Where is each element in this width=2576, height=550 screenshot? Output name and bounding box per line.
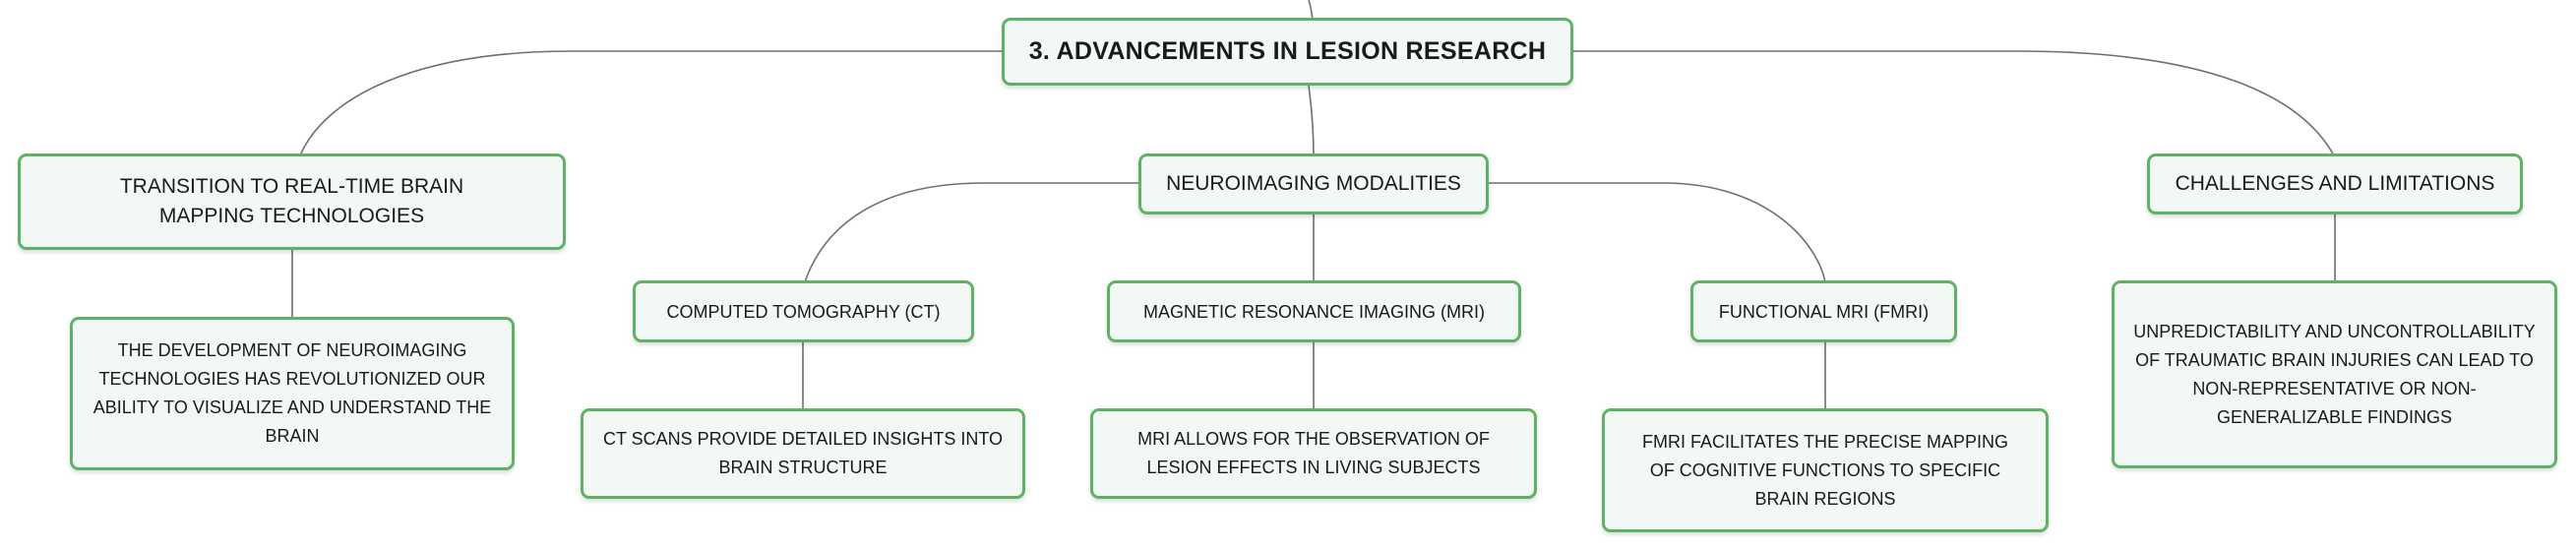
subtopic-label-fmri: FUNCTIONAL MRI (FMRI)	[1718, 301, 1930, 322]
connector-neuroimaging-to-fmri	[1487, 182, 1826, 283]
subtopic-node-ct[interactable]: COMPUTED TOMOGRAPHY (CT)	[633, 280, 974, 342]
connector-neuroimaging-to-ct	[804, 182, 1139, 283]
topic-node-transition[interactable]: TRANSITION TO REAL-TIME BRAIN MAPPING TE…	[18, 153, 566, 250]
topic-label-challenges: CHALLENGES AND LIMITATIONS	[2175, 172, 2495, 195]
topic-node-challenges[interactable]: CHALLENGES AND LIMITATIONS	[2147, 153, 2523, 214]
subtopic-node-fmri[interactable]: FUNCTIONAL MRI (FMRI)	[1690, 280, 1957, 342]
root-topic-label: 3. ADVANCEMENTS IN LESION RESEARCH	[1028, 37, 1547, 65]
subtopic-label-mri: MAGNETIC RESONANCE IMAGING (MRI)	[1142, 301, 1485, 322]
subtopic-label-challenges-detail: UNPREDICTABILITY AND UNCONTROLLABILITY O…	[2133, 321, 2536, 427]
topic-label-transition: TRANSITION TO REAL-TIME BRAIN MAPPING TE…	[119, 175, 464, 227]
subtopic-label-ct: COMPUTED TOMOGRAPHY (CT)	[666, 301, 941, 322]
connector-root-to-neuroimaging	[1308, 85, 1315, 156]
topic-label-neuroimaging: NEUROIMAGING MODALITIES	[1166, 172, 1461, 195]
root-topic-node[interactable]: 3. ADVANCEMENTS IN LESION RESEARCH	[1002, 18, 1573, 86]
subtopic-label-transition-detail: THE DEVELOPMENT OF NEUROIMAGING TECHNOLO…	[92, 340, 492, 446]
subtopic-node-mri[interactable]: MAGNETIC RESONANCE IMAGING (MRI)	[1107, 280, 1521, 342]
detail-label-fmri: FMRI FACILITATES THE PRECISE MAPPING OF …	[1641, 431, 2009, 509]
detail-label-ct: CT SCANS PROVIDE DETAILED INSIGHTS INTO …	[602, 429, 1004, 477]
topic-node-neuroimaging[interactable]: NEUROIMAGING MODALITIES	[1138, 153, 1489, 214]
subtopic-node-challenges-detail[interactable]: UNPREDICTABILITY AND UNCONTROLLABILITY O…	[2112, 280, 2557, 468]
detail-node-ct[interactable]: CT SCANS PROVIDE DETAILED INSIGHTS INTO …	[581, 408, 1025, 499]
connector-root-to-parent	[1308, 0, 1314, 21]
connector-root-to-transition	[299, 50, 1002, 156]
subtopic-node-transition-detail[interactable]: THE DEVELOPMENT OF NEUROIMAGING TECHNOLO…	[70, 317, 515, 470]
detail-node-mri[interactable]: MRI ALLOWS FOR THE OBSERVATION OF LESION…	[1090, 408, 1537, 499]
connector-root-to-challenges	[1572, 50, 2335, 156]
detail-label-mri: MRI ALLOWS FOR THE OBSERVATION OF LESION…	[1137, 429, 1490, 477]
detail-node-fmri[interactable]: FMRI FACILITATES THE PRECISE MAPPING OF …	[1602, 408, 2049, 532]
